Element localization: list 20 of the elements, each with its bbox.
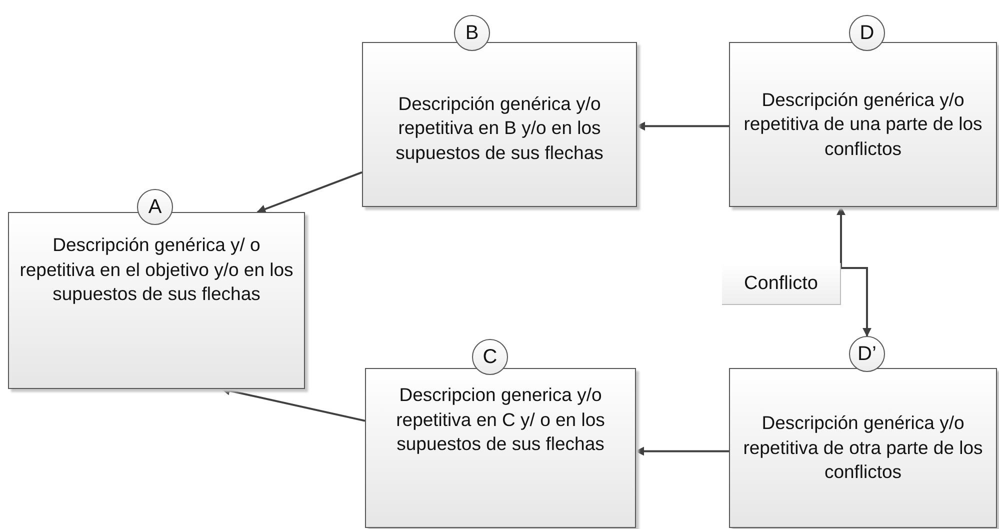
arrow	[636, 122, 729, 131]
process-box	[729, 368, 997, 528]
process-box	[362, 42, 637, 207]
box-description: Descripción genérica y/ o repetitiva en el objetivo y/o en los supuestos de sus flechas	[18, 233, 294, 306]
arrow	[635, 446, 729, 456]
arrow	[841, 267, 872, 337]
letter-circle: B	[454, 15, 490, 51]
arrow	[256, 171, 362, 214]
box-description: Descripción genérica y/o repetitiva de otra parte de los conflictos	[742, 411, 984, 484]
process-box	[729, 42, 997, 207]
label-box: Conflicto	[722, 263, 841, 305]
box-description: Descripción genérica y/o repetitiva en B y/o en los supuestos de sus flechas	[394, 92, 604, 165]
letter-circle: A	[137, 189, 173, 225]
box-description: Descripción genérica y/o repetitiva de una parte de los conflictos	[742, 88, 984, 161]
process-box	[8, 212, 305, 389]
box-description: Descripcion generica y/o repetitiva en C y/ o en los supuestos de sus flechas	[395, 383, 606, 456]
letter-circle: D	[849, 15, 885, 51]
letter-circle: D’	[849, 336, 885, 372]
letter-circle: C	[472, 339, 508, 375]
process-box	[365, 368, 636, 528]
